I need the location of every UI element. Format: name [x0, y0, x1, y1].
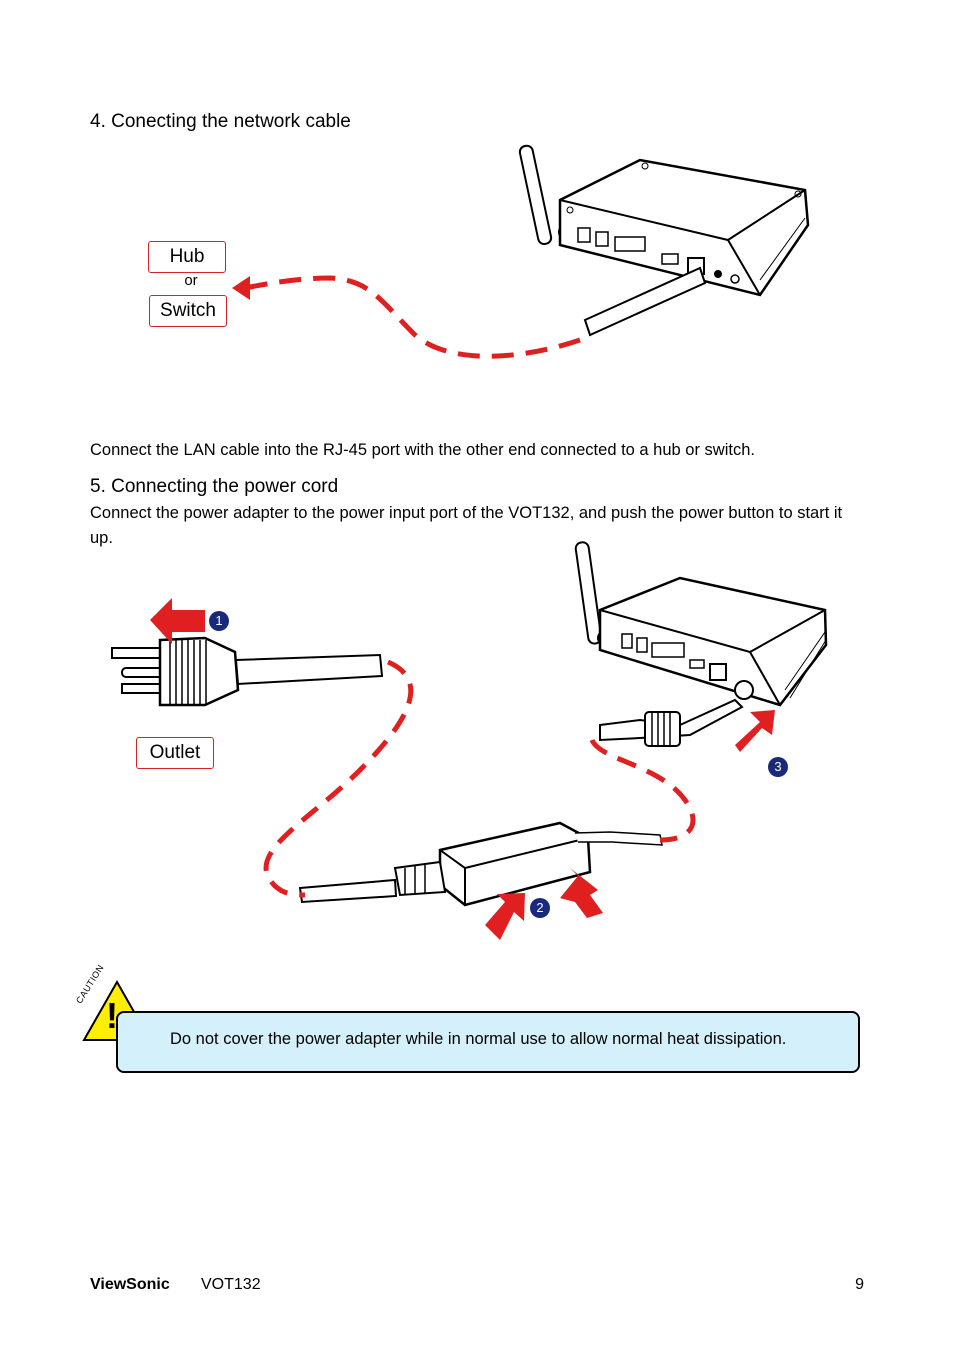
- outlet-label: Outlet: [136, 737, 214, 769]
- footer-brand: ViewSonic: [90, 1276, 170, 1293]
- outlet-route-dashes: [263, 659, 414, 898]
- section-5-description: Connect the power adapter to the power i…: [90, 504, 843, 547]
- arrow-upright-icon: [735, 710, 775, 752]
- caution-box: Do not cover the power adapter while in …: [116, 1011, 860, 1073]
- section-4-description: Connect the LAN cable into the RJ-45 por…: [90, 441, 755, 459]
- step-2-badge: 2: [530, 898, 550, 918]
- section-5-heading: 5. Connecting the power cord: [90, 476, 339, 497]
- adapter-route-dashes: [589, 738, 696, 843]
- power-adapter-icon: [298, 821, 663, 907]
- switch-label: Switch: [149, 295, 227, 327]
- hub-label: Hub: [148, 241, 226, 273]
- or-label: or: [184, 272, 198, 289]
- lan-cable: [583, 266, 707, 337]
- arrow-left-icon: [150, 598, 205, 644]
- footer-model: VOT132: [201, 1276, 261, 1293]
- plug-icon: [111, 636, 384, 707]
- arrow-upleft-icon: [560, 868, 603, 918]
- step-1-badge: 1: [209, 611, 229, 631]
- device-box-icon: [598, 576, 828, 707]
- section-4-heading: 4. Conecting the network cable: [90, 111, 351, 132]
- step-3-badge: 3: [768, 757, 788, 777]
- device-box-icon: [558, 158, 810, 297]
- dc-cable: [599, 698, 744, 747]
- arrow-upright-icon: [485, 893, 525, 940]
- network-route-dashes: [244, 275, 581, 359]
- exclamation-icon: !: [106, 995, 118, 1036]
- caution-text: Do not cover the power adapter while in …: [170, 1030, 787, 1048]
- arrow-left-icon: [232, 276, 250, 300]
- page-number: 9: [855, 1276, 864, 1293]
